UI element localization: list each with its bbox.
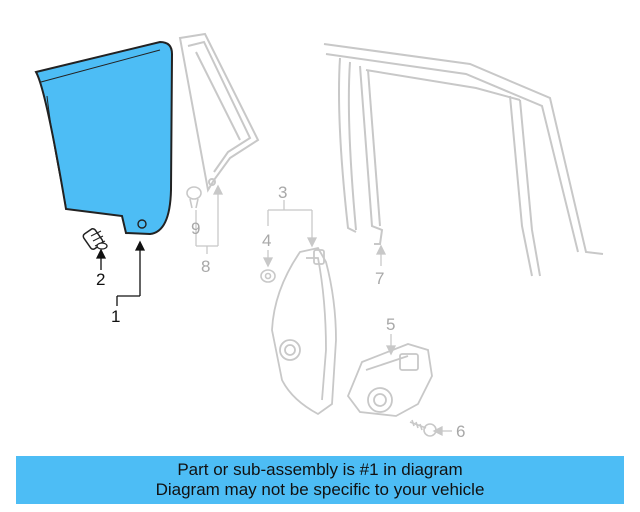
footer-line-1: Part or sub-assembly is #1 in diagram — [177, 460, 463, 479]
leader-line-6 — [432, 425, 452, 437]
leader-lines-8-9 — [195, 184, 224, 254]
leader-lines-active — [95, 240, 146, 306]
callout-1: 1 — [111, 307, 120, 326]
quarter-glass-part — [178, 32, 260, 193]
parts-diagram: 1 2 3 4 5 6 7 8 9 — [34, 32, 604, 441]
leader-line-5 — [385, 334, 397, 356]
leader-lines-3-4 — [262, 200, 318, 268]
nut-4-part — [260, 269, 276, 283]
callout-5: 5 — [386, 315, 395, 334]
callout-3: 3 — [278, 183, 287, 202]
door-frame-part — [323, 43, 604, 277]
fastener-9-part — [186, 186, 202, 209]
callout-8: 8 — [201, 257, 210, 276]
bolt-6-part — [409, 419, 437, 437]
leader-line-7 — [375, 244, 387, 266]
callout-6: 6 — [456, 422, 465, 441]
diagram-note-banner: Part or sub-assembly is #1 in diagram Di… — [16, 456, 624, 504]
door-glass-part[interactable] — [34, 40, 174, 236]
callout-7: 7 — [375, 269, 384, 288]
regulator-motor-part — [346, 343, 433, 417]
glass-clip-part[interactable] — [82, 228, 108, 251]
window-regulator-part — [271, 246, 337, 416]
footer-line-2: Diagram may not be specific to your vehi… — [155, 480, 485, 499]
callout-9: 9 — [191, 219, 200, 238]
callout-2: 2 — [96, 270, 105, 289]
callout-4: 4 — [262, 231, 271, 250]
